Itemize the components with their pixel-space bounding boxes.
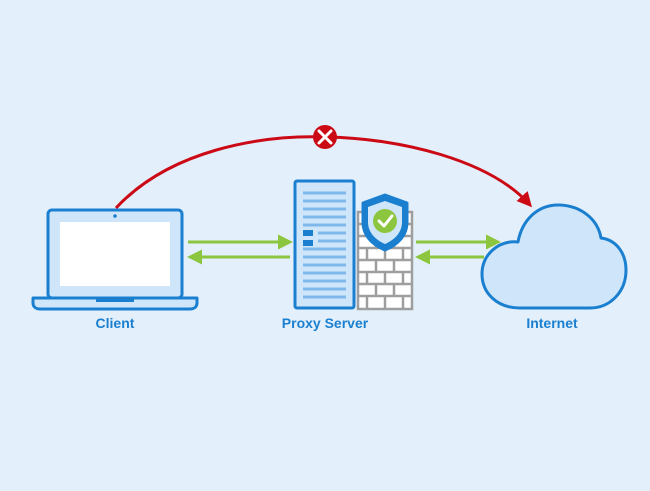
cloud-icon (480, 203, 628, 310)
client-label: Client (95, 315, 135, 331)
blocked-x-icon (313, 125, 337, 149)
proxy-server-label: Proxy Server (281, 315, 369, 331)
laptop-icon (31, 208, 199, 311)
internet-label: Internet (526, 315, 578, 331)
shield-check-icon (361, 193, 409, 252)
server-icon (293, 179, 356, 310)
